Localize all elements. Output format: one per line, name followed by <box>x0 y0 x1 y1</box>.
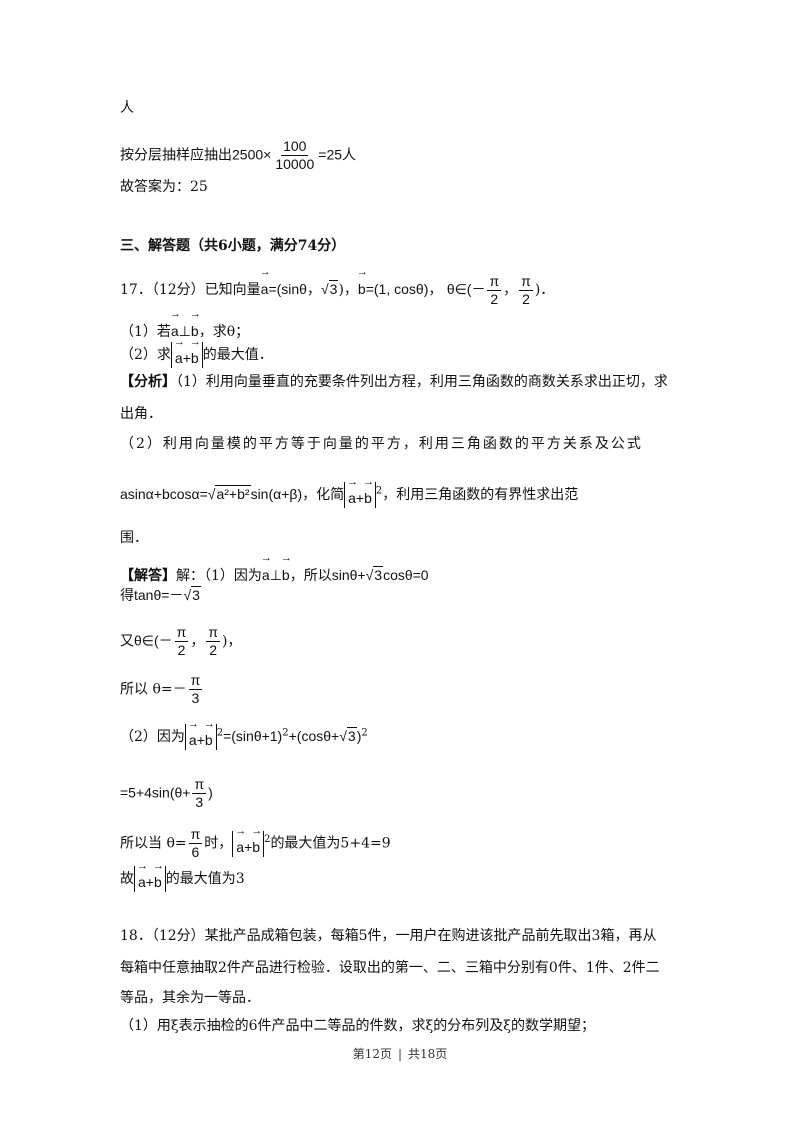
q18-line2: 每箱中任意抽取2件产品进行检验．设取出的第一、二、三箱中分别有0件、1件、2件二 <box>120 960 660 976</box>
page-number: 第12页 <box>352 1047 392 1061</box>
page-total: 共18页 <box>408 1047 448 1061</box>
magnitude: a+b <box>170 336 203 368</box>
magnitude: a+b <box>344 476 376 508</box>
q18-line3: 等品，其余为一等品． <box>120 990 260 1006</box>
q18-line4: （1）用ξ表示抽检的6件产品中二等品的件数，求ξ的分布列及ξ的数学期望； <box>120 1018 595 1034</box>
q17-part1: （1）若a⊥b，求θ； <box>120 308 710 342</box>
solution-2: （2）因为a+b2=(sinθ+1)2+(cosθ+√3)2 <box>120 718 710 750</box>
footer-separator: | <box>397 1047 403 1061</box>
text: 按分层抽样应抽出 <box>120 147 232 164</box>
solution-tan: 得tanθ=－√3 <box>120 586 201 603</box>
text: 人 <box>120 100 134 116</box>
analysis-2c: 围． <box>120 530 148 546</box>
vector-b: b <box>357 266 368 299</box>
vector-a: a <box>260 266 271 299</box>
text: 故答案为：25 <box>120 179 208 195</box>
analysis-formula: asinα+bcosα=√a²+b²sin(α+β)，化简a+b2，利用三角函数… <box>120 476 710 508</box>
section-title: 三、解答题（共6小题，满分74分） <box>120 238 346 254</box>
analysis-2: （2）利用向量模的平方等于向量的平方，利用三角函数的平方关系及公式 <box>120 436 643 452</box>
text-line: 人 <box>120 98 710 118</box>
sqrt: √3 <box>320 280 339 297</box>
analysis-1b: 出角． <box>120 406 162 422</box>
q17-stem: 17．（12分）已知向量a=(sinθ，√3)，b=(1, cosθ)， θ∈(… <box>120 266 710 308</box>
math: 2500× <box>232 146 272 163</box>
sqrt: √a²+b² <box>207 485 251 502</box>
q18-line1: 18．（12分）某批产品成箱包装，每箱5件，一用户在购进该批产品前先取出3箱，再… <box>120 928 657 944</box>
answer-line: 故答案为：25 <box>120 177 710 197</box>
analysis-1: 【分析】（1）利用向量垂直的充要条件列出方程，利用三角函数的商数关系求出正切，求 <box>120 374 668 390</box>
page-footer: 第12页 | 共18页 <box>0 1045 800 1062</box>
solution-1: 【解答】解：（1）因为a⊥b，所以sinθ+√3cosθ=0 <box>120 552 710 586</box>
math: =25人 <box>318 146 357 163</box>
